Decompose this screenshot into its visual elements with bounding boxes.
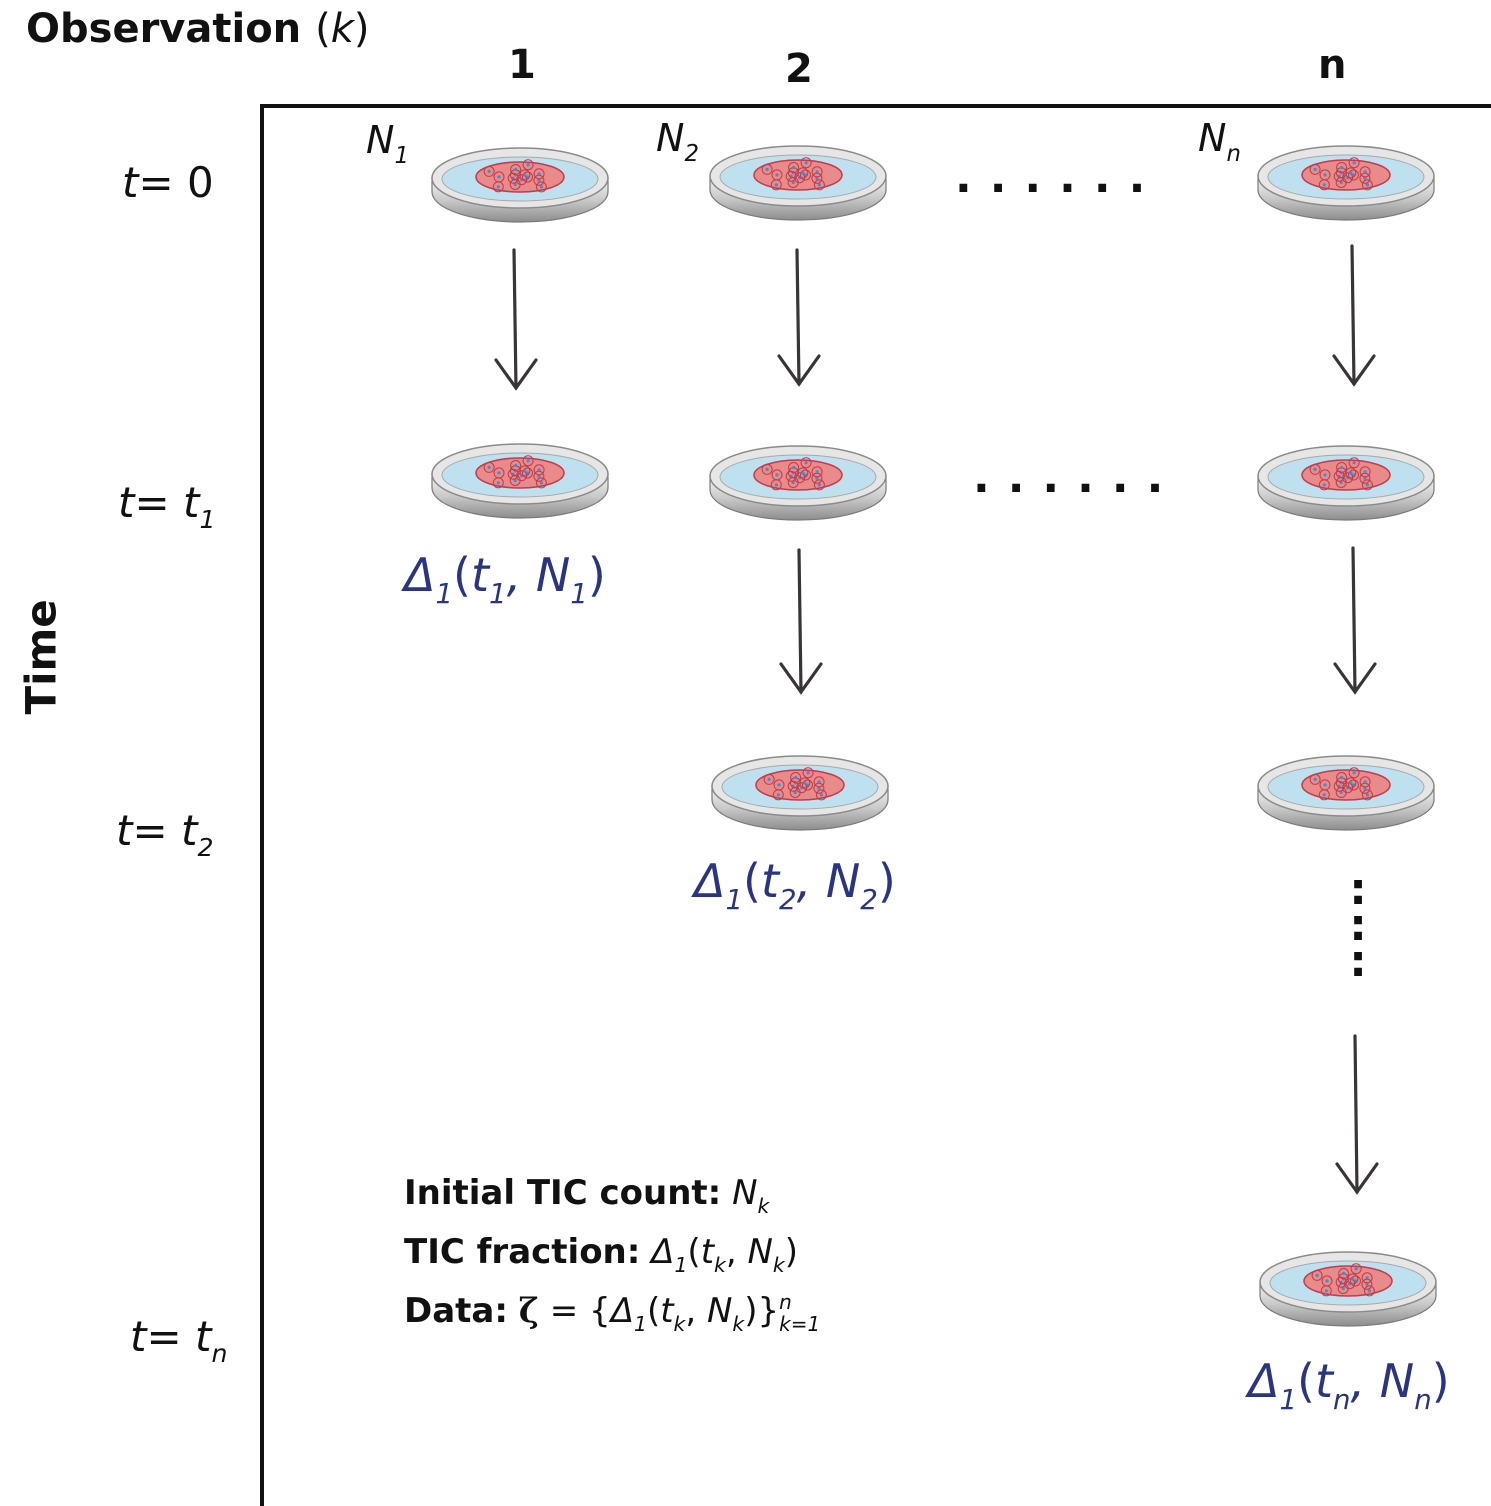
legend: Initial TIC count: Nk TIC fraction: Δ1(t…	[404, 1166, 820, 1343]
delta-label-col1: Δ1(t1, N1)	[404, 548, 606, 611]
vertical-ellipsis: : : :	[1349, 864, 1367, 987]
time-label-0: t= 0	[122, 158, 214, 207]
horizontal-ellipsis-row1: ......	[973, 452, 1182, 503]
delta-label-col2: Δ1(t2, N2)	[694, 854, 896, 917]
arrow-col2-row1	[779, 548, 823, 695]
arrow-coln-row0	[1332, 244, 1376, 387]
arrow-coln-row1	[1333, 546, 1377, 695]
header-variable: k	[330, 6, 354, 52]
legend-fraction: TIC fraction: Δ1(tk, Nk)	[404, 1232, 798, 1278]
time-label-tn: t= tn	[130, 1312, 228, 1369]
horizontal-ellipsis-row0: ......	[955, 152, 1164, 203]
dish-coln-row0	[1257, 145, 1435, 221]
dish-coln-row2	[1257, 755, 1435, 831]
initial-label-n2: N2	[656, 116, 699, 168]
column-number-2: 2	[785, 46, 813, 92]
dish-col1-row0	[431, 147, 609, 223]
initial-label-nn: Nn	[1198, 116, 1241, 168]
header-title: Observation (k)	[26, 6, 370, 52]
dish-coln-row1	[1257, 445, 1435, 521]
arrow-col2-row0	[777, 248, 821, 387]
delta-label-coln: Δ1(tn, Nn)	[1248, 1354, 1450, 1417]
column-number-n: n	[1318, 42, 1347, 88]
arrow-coln-row2	[1335, 1034, 1379, 1195]
dish-col1-row1	[431, 443, 609, 519]
dish-col2-row0	[709, 145, 887, 221]
initial-label-n1: N1	[366, 118, 409, 170]
time-label-t2: t= t2	[116, 806, 214, 863]
dish-col2-row1	[709, 445, 887, 521]
arrow-col1-row0	[494, 248, 538, 391]
dish-coln-row3	[1259, 1251, 1437, 1327]
legend-initial: Initial TIC count: Nk	[404, 1173, 770, 1219]
column-number-1: 1	[508, 42, 536, 88]
time-label-t1: t= t1	[118, 478, 216, 535]
dish-col2-row2	[711, 755, 889, 831]
